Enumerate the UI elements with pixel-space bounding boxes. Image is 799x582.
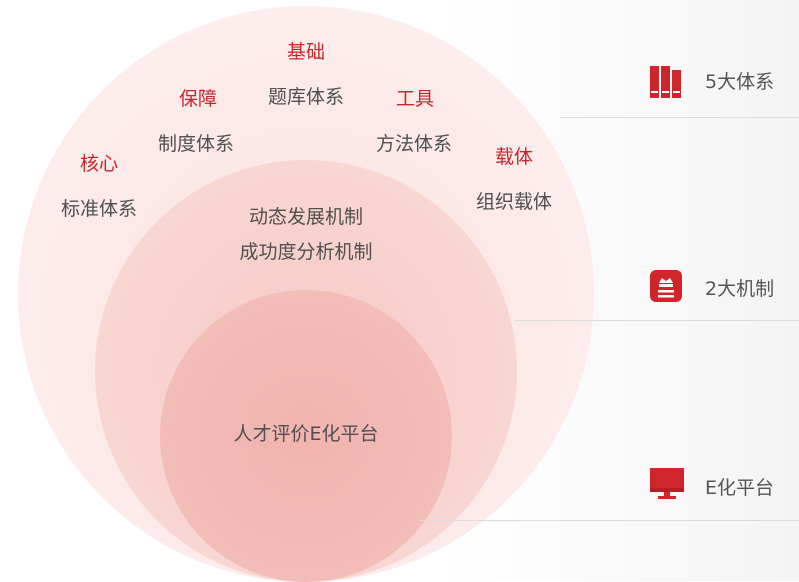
system-label-standard: 标准体系: [60, 198, 138, 220]
system-label-organization: 组织载体: [475, 191, 553, 213]
role-label-core: 核心: [79, 153, 119, 175]
divider-line: [515, 320, 799, 321]
divider-line: [560, 117, 799, 118]
role-label-tool: 工具: [395, 88, 435, 110]
mechanism-label-dynamic: 动态发展机制: [248, 206, 364, 228]
system-label-question-bank: 题库体系: [267, 86, 345, 108]
role-label-foundation: 基础: [286, 41, 326, 63]
mechanism-label-success: 成功度分析机制: [239, 241, 373, 263]
legend-label-systems: 5大体系: [705, 71, 775, 93]
legend-label-mechanisms: 2大机制: [705, 278, 775, 300]
role-label-guarantee: 保障: [178, 88, 218, 110]
role-label-carrier: 载体: [494, 146, 534, 168]
divider-line: [420, 520, 799, 521]
platform-label: 人才评价E化平台: [233, 423, 379, 445]
inner-circle-e-platform: [160, 290, 452, 582]
crown-document-icon: [648, 268, 684, 304]
books-icon: [648, 64, 684, 100]
system-label-institution: 制度体系: [157, 133, 235, 155]
monitor-icon: [648, 466, 686, 502]
system-label-method: 方法体系: [375, 133, 453, 155]
legend-label-platform: E化平台: [705, 477, 775, 499]
